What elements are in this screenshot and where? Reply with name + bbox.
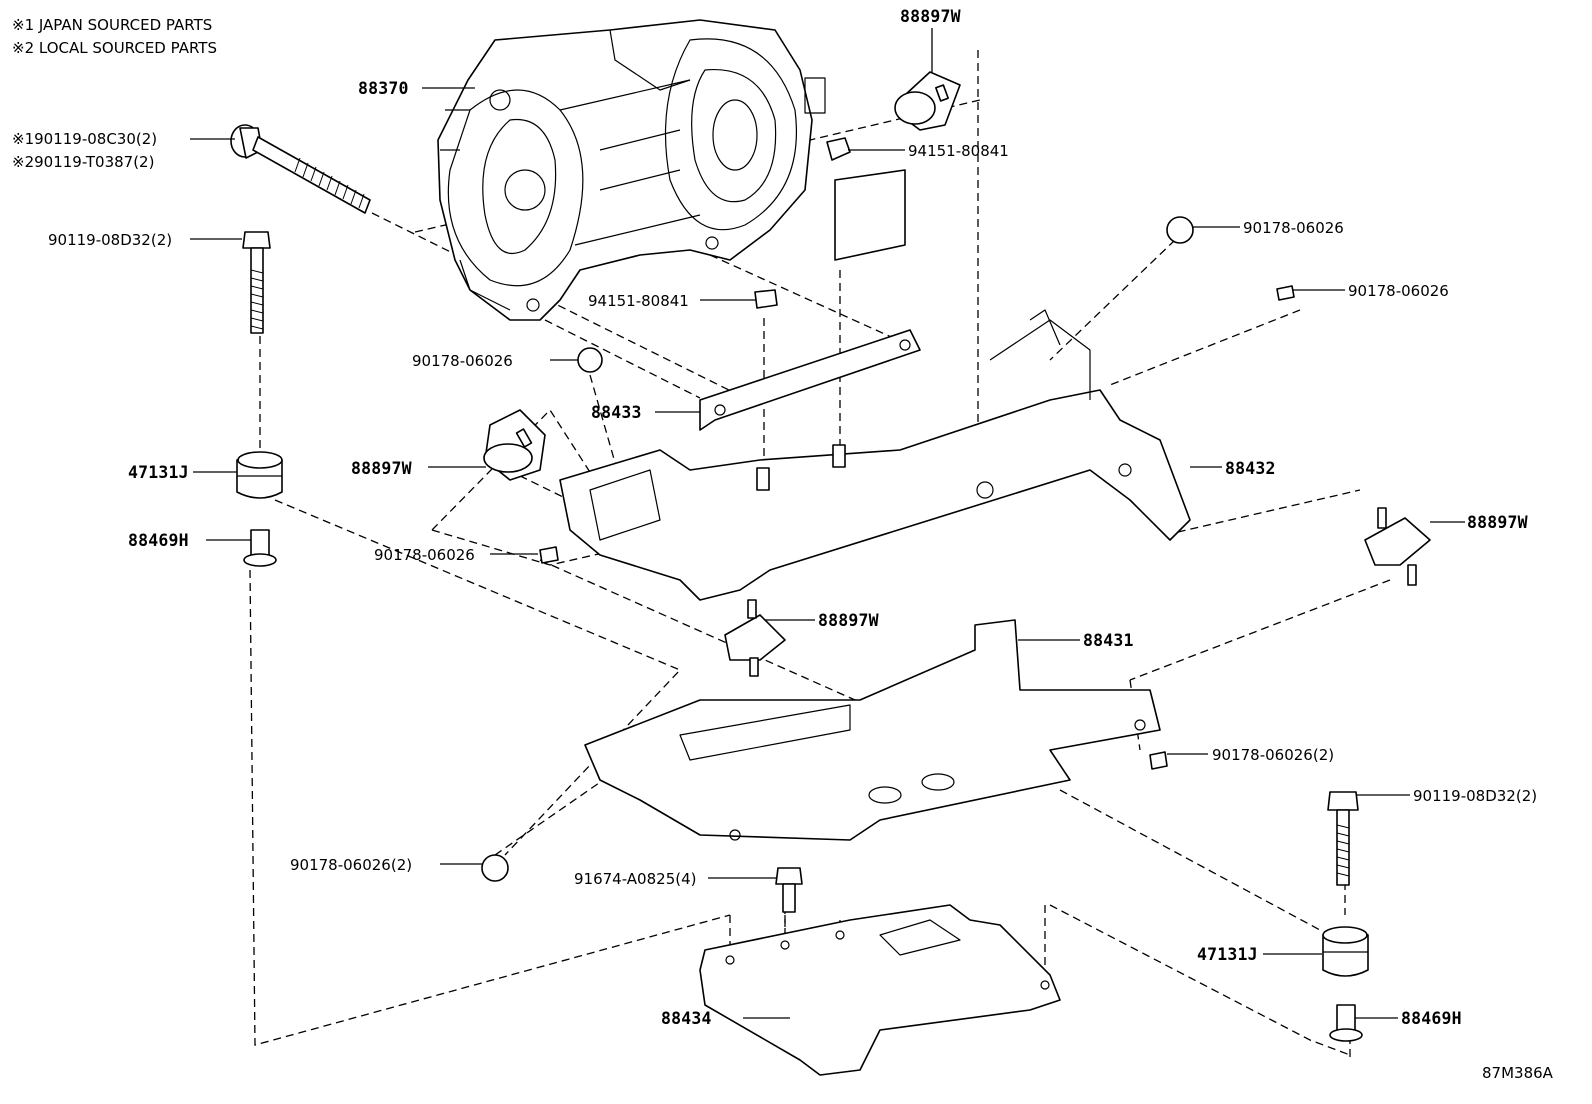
right-bolt-stack-illustration <box>1322 791 1369 1042</box>
label-90178-plate-right: 90178-06026(2) <box>1212 746 1334 764</box>
label-88897w-right: 88897W <box>1467 513 1528 532</box>
label-94151-right: 94151-80841 <box>908 142 1009 160</box>
note-local-sourced: ※2 LOCAL SOURCED PARTS <box>12 39 217 57</box>
label-91674: 91674-A0825(4) <box>574 870 696 888</box>
plate-88434-illustration <box>699 904 1061 1076</box>
insulator-right-illustration <box>1364 507 1431 586</box>
plate-88431-illustration <box>584 619 1161 841</box>
label-90178-left-a: 90178-06026 <box>412 352 513 370</box>
label-90178-left-b: 90178-06026 <box>374 546 475 564</box>
label-47131j-right: 47131J <box>1197 945 1258 964</box>
label-94151-center: 94151-80841 <box>588 292 689 310</box>
bracket-88432-illustration <box>559 309 1191 601</box>
note-japan-sourced: ※1 JAPAN SOURCED PARTS <box>12 16 212 34</box>
label-88469h-left: 88469H <box>128 531 189 550</box>
label-88469h-right: 88469H <box>1401 1009 1462 1028</box>
bolt-91674-illustration <box>775 867 803 913</box>
label-88897w-top: 88897W <box>900 7 961 26</box>
label-88431: 88431 <box>1083 631 1134 650</box>
left-bolt-stack-illustration <box>236 231 283 567</box>
label-90178-far-right-b: 90178-06026 <box>1348 282 1449 300</box>
insulator-bottom-illustration <box>724 599 786 677</box>
label-bolt-left: 90119-08D32(2) <box>48 231 172 249</box>
label-bolt-local: ※290119-T0387(2) <box>12 153 154 171</box>
label-47131j-left: 47131J <box>128 463 189 482</box>
insulator-left-illustration <box>483 409 546 481</box>
leader-lines <box>190 28 1465 1019</box>
label-90178-plate-left: 90178-06026(2) <box>290 856 412 874</box>
label-bolt-right: 90119-08D32(2) <box>1413 787 1537 805</box>
label-88370: 88370 <box>358 79 409 98</box>
label-88432: 88432 <box>1225 459 1276 478</box>
label-88434: 88434 <box>661 1009 712 1028</box>
stay-88433-illustration <box>699 169 921 431</box>
nuts-illustration <box>481 137 1295 882</box>
label-90178-far-right-a: 90178-06026 <box>1243 219 1344 237</box>
label-88433: 88433 <box>591 403 642 422</box>
long-bolt-illustration <box>230 124 371 214</box>
label-bolt-japan: ※190119-08C30(2) <box>12 130 157 148</box>
compressor-illustration <box>437 19 826 321</box>
figure-code: 87M386A <box>1482 1064 1554 1082</box>
label-88897w-left: 88897W <box>351 459 412 478</box>
label-88897w-bottom: 88897W <box>818 611 879 630</box>
insulator-top-illustration <box>894 71 961 131</box>
